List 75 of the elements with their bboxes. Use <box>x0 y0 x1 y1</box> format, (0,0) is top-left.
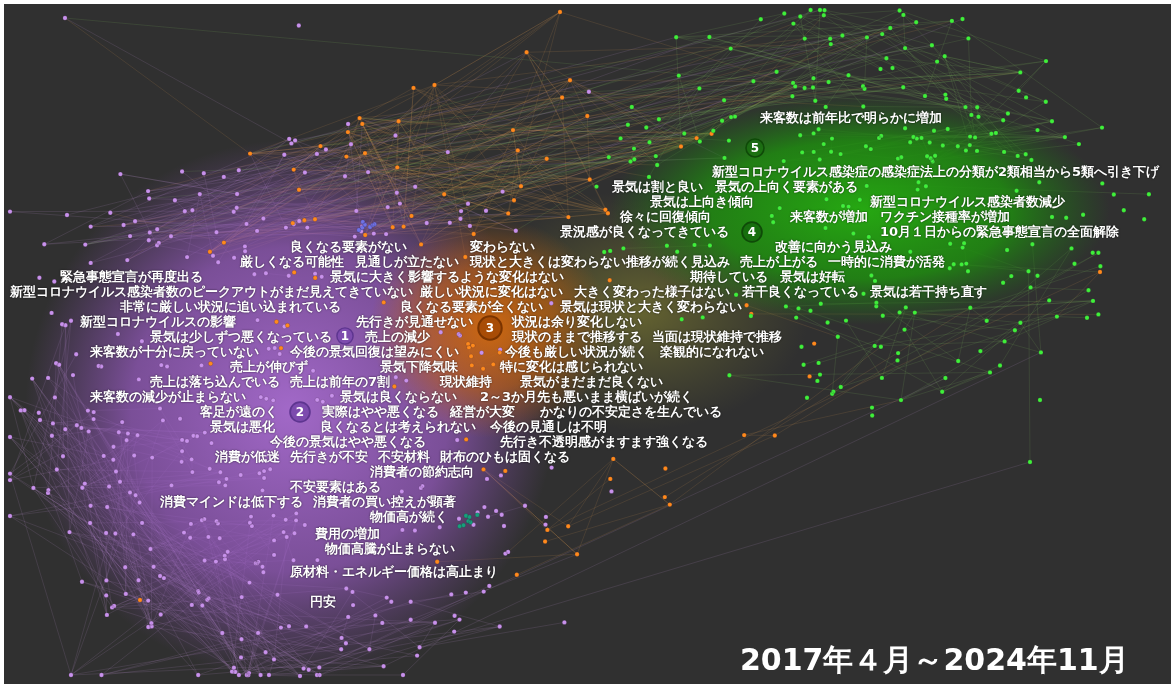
phrase-label: 今後の景気回復は望みにくい <box>290 345 459 359</box>
phrase-label: 景気に大きく影響するような変化はない <box>330 270 564 284</box>
phrase-label: 来客数が十分に戻っていない <box>90 345 259 359</box>
phrase-label: 当面は現状維持で推移 <box>652 330 782 344</box>
cluster-number-marker: 4 <box>741 221 763 243</box>
phrase-label: 現状維持 <box>440 375 492 389</box>
phrase-label: 来客数が増加 <box>790 210 868 224</box>
phrase-label: 消費者の買い控えが顕著 <box>313 495 456 509</box>
phrase-label: 景気は割と良い <box>612 180 703 194</box>
phrase-label: 先行きが不安 <box>290 450 368 464</box>
phrase-label: 客足が遠のく <box>200 405 278 419</box>
phrase-label: 新型コロナウイルスの影響 <box>80 315 236 329</box>
phrase-label: 売上は前年の7割 <box>290 375 391 389</box>
phrase-label: 見通しが立たない <box>355 255 459 269</box>
phrase-label: 新型コロナウイルス感染症の感染症法上の分類が2類相当から5類へ引き下げ <box>712 165 1160 179</box>
phrase-label: 売上の減少 <box>365 330 430 344</box>
phrase-label: 費用の増加 <box>315 527 380 541</box>
phrase-label: 物価高が続く <box>370 510 448 524</box>
phrase-label: ワクチン接種率が増加 <box>880 210 1010 224</box>
phrase-label: 景気は悪化 <box>210 420 275 434</box>
phrase-label: 景気は若干持ち直す <box>870 285 987 299</box>
phrase-label: 10月１日からの緊急事態宣言の全面解除 <box>880 225 1120 239</box>
phrase-label: 今後の景気はやや悪くなる <box>270 435 426 449</box>
phrase-label: 今後も厳しい状況が続く <box>505 345 648 359</box>
phrase-label: 非常に厳しい状況に追い込まれている <box>120 300 341 314</box>
phrase-label: 2～3か月先も悪いまま横ばいが続く <box>480 390 694 404</box>
phrase-label: 先行き不透明感がますます強くなる <box>500 435 708 449</box>
phrase-label: 消費が低迷 <box>215 450 280 464</box>
phrase-label: 実際はやや悪くなる <box>322 405 439 419</box>
phrase-label: 新型コロナウイルス感染者数減少 <box>870 195 1065 209</box>
phrase-label: 現状のままで推移する <box>512 330 642 344</box>
phrase-label: 円安 <box>310 595 336 609</box>
phrase-label: 厳しくなる可能性 <box>240 255 344 269</box>
phrase-label: 物価高騰が止まらない <box>325 542 455 556</box>
phrase-label: 良くなる要素がない <box>290 240 407 254</box>
phrase-label: 大きく変わった様子はない <box>574 285 730 299</box>
phrase-label: 一時的に消費が活発 <box>828 255 945 269</box>
phrase-label: 原材料・エネルギー価格は高止まり <box>290 565 498 579</box>
phrase-label: 期待している <box>690 270 768 284</box>
cluster-number-marker: 5 <box>745 138 765 158</box>
phrase-label: 財布のひもは固くなる <box>440 450 570 464</box>
phrase-label: 状況は余り変化しない <box>512 315 642 329</box>
phrase-label: 特に変化は感じられない <box>500 360 643 374</box>
phrase-label: 景気は現状と大きく変わらない <box>560 300 742 314</box>
phrase-label: 不安材料 <box>378 450 430 464</box>
phrase-label: 改善に向かう見込み <box>775 240 892 254</box>
phrase-label: 今後の見通しは不明 <box>490 420 607 434</box>
phrase-label: 景気は好転 <box>780 270 845 284</box>
phrase-label: 景気がまだまだ良くない <box>520 375 663 389</box>
phrase-label: 緊急事態宣言が再度出る <box>60 270 203 284</box>
phrase-label: 良くなる要素が全くない <box>400 300 543 314</box>
phrase-label: 徐々に回復傾向 <box>620 210 711 224</box>
phrase-label: 先行きが見通せない <box>356 315 473 329</box>
phrase-label: 売上が伸びず <box>230 360 308 374</box>
phrase-label: 経営が大変 <box>450 405 515 419</box>
phrase-label: かなりの不安定さを生んでいる <box>540 405 722 419</box>
phrase-label: 変わらない <box>470 240 535 254</box>
cluster-number-marker: 1 <box>336 327 354 345</box>
phrase-label: 景気は少しずつ悪くなっている <box>150 330 332 344</box>
phrase-label: 売上が上がる <box>740 255 818 269</box>
phrase-label: 景況感が良くなってきている <box>560 225 729 239</box>
phrase-label: 現状と大きくは変わらない推移が続く見込み <box>470 255 730 269</box>
phrase-label: 良くなるとは考えられない <box>320 420 476 434</box>
cluster-number-marker: 2 <box>289 401 311 423</box>
date-range-title: 2017年４月～2024年11月 <box>740 642 1129 678</box>
phrase-label: 消費マインドは低下する <box>160 495 303 509</box>
phrase-label: 楽観的になれない <box>660 345 764 359</box>
phrase-label: 若干良くなっている <box>742 285 859 299</box>
phrase-label: 景気は良くならない <box>340 390 457 404</box>
phrase-label: 来客数の減少が止まらない <box>90 390 246 404</box>
phrase-label: 景気下降気味 <box>380 360 458 374</box>
cluster-number-marker: 3 <box>477 315 503 341</box>
phrase-label: 消費者の節約志向 <box>370 465 474 479</box>
phrase-label: 不安要素はある <box>290 480 381 494</box>
phrase-label: 景気の上向く要素がある <box>715 180 858 194</box>
